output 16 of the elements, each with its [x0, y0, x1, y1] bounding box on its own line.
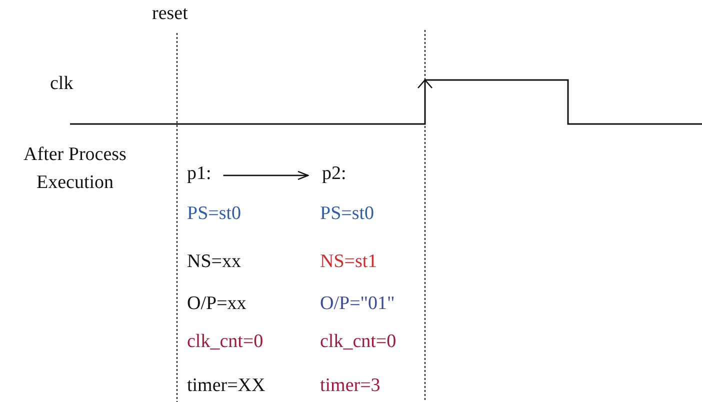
- state-value: clk_cnt=0: [187, 332, 264, 353]
- process-label: p2:: [322, 164, 346, 185]
- process-label: p1:: [187, 164, 212, 185]
- state-value: NS=xx: [187, 252, 242, 273]
- state-value: O/P=xx: [187, 294, 246, 315]
- state-value: NS=st1: [320, 252, 378, 273]
- state-value: clk_cnt=0: [320, 332, 396, 353]
- state-value: O/P="01": [320, 294, 395, 315]
- state-value: PS=st0: [187, 204, 242, 225]
- signal-label: clk: [50, 74, 74, 95]
- state-value: PS=st0: [320, 204, 374, 225]
- signal-label: reset: [152, 4, 188, 25]
- state-value: timer=XX: [187, 376, 266, 397]
- row-label: After Process Execution: [22, 143, 128, 195]
- arrow: [223, 170, 309, 180]
- state-value: timer=3: [320, 376, 380, 397]
